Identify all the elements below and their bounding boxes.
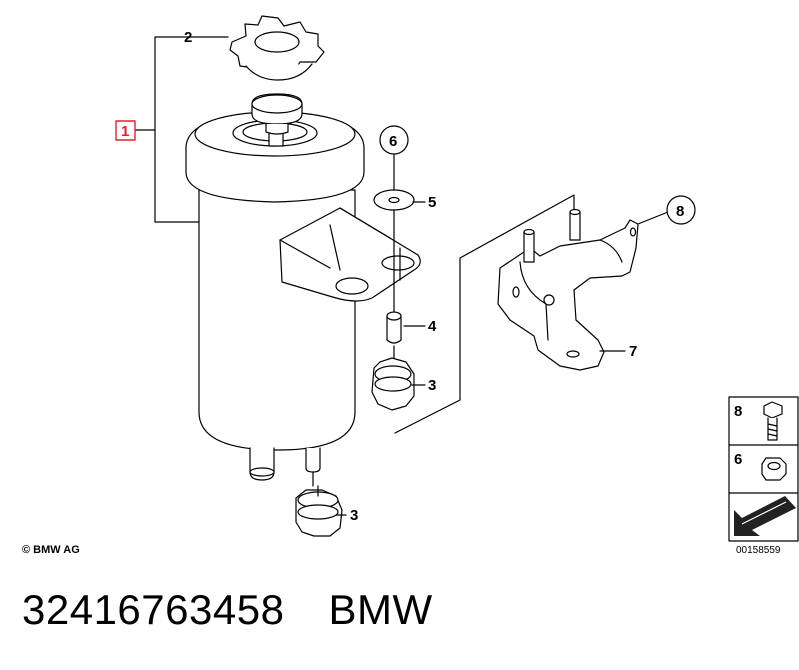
nut-icon [761,457,787,481]
drawing-number: 00158559 [736,545,781,556]
item-1-bracket [134,36,229,223]
callout-circle-8 [666,195,696,225]
mounting-bracket [497,208,639,371]
bolt-icon [763,401,783,441]
callout-7: 7 [629,343,637,360]
part-number: 32416763458 [22,586,285,633]
callout-3-upper: 3 [428,377,436,394]
callout-3-lower: 3 [350,507,358,524]
copyright-label: © BMW AG [22,544,80,556]
item-1-highlight [115,120,136,141]
spacer-sleeve [386,311,402,344]
callout-circle-6 [379,125,409,155]
callout-2: 2 [184,29,192,46]
reservoir-body [185,93,421,487]
legend-nut-number: 6 [734,451,742,468]
grommet-lower [295,485,343,537]
callout-6: 6 [389,133,397,150]
washer [373,189,415,211]
callout-8: 8 [676,203,684,220]
direction-arrow-icon [734,496,796,536]
callout-1: 1 [121,123,129,140]
legend-bolt-number: 8 [734,403,742,420]
callout-4: 4 [428,318,437,335]
reservoir-cap [229,15,325,81]
grommet-upper [371,357,415,411]
brand-name: BMW [328,586,433,633]
part-number-line: 32416763458 BMW [22,586,433,634]
callout-5: 5 [428,194,436,211]
